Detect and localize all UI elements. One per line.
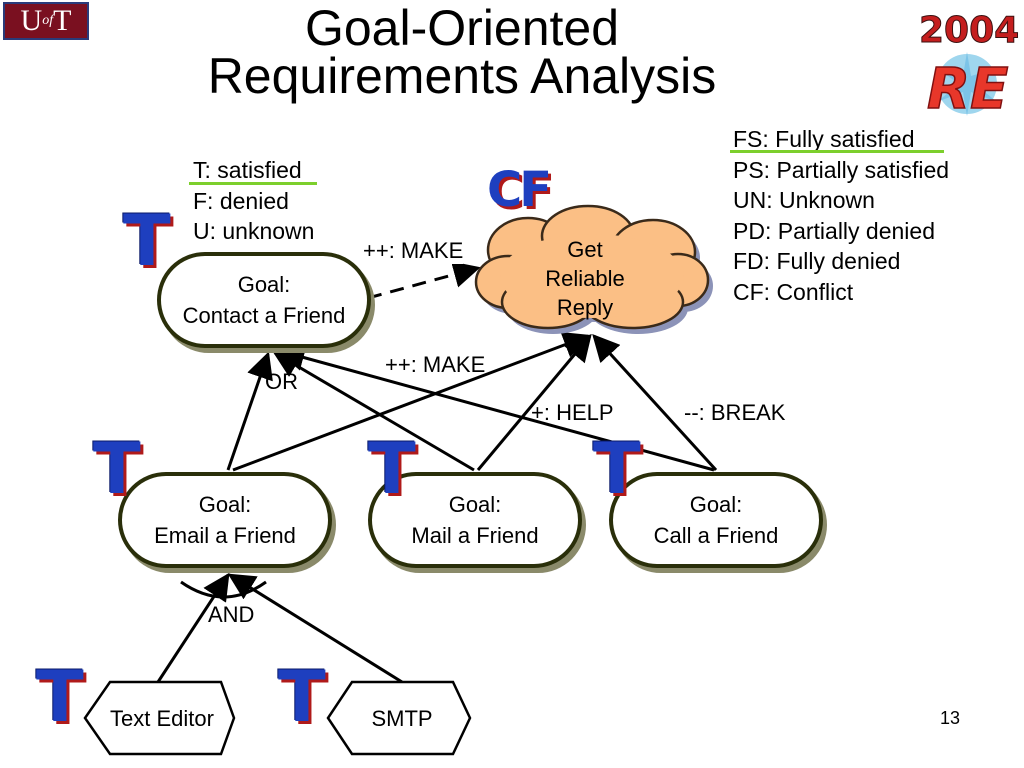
link-smtp-email <box>227 573 403 684</box>
node-get-reliable-reply: Get Reliable Reply <box>520 233 650 323</box>
labels-legend: FS: Fully satisfied PS: Partially satisf… <box>730 124 950 307</box>
link-call-reply <box>592 334 718 472</box>
node-line: Reliable <box>545 265 625 291</box>
t-label-logo: T <box>278 656 326 738</box>
hexagon-smtp <box>326 680 472 756</box>
logo-letters-of: of <box>42 13 54 28</box>
softgoal-cloud <box>474 204 713 334</box>
label-help: +: HELP <box>531 400 614 425</box>
node-smtp: SMTP <box>371 705 433 731</box>
hexagon-text-editor <box>83 680 236 756</box>
label-make-contact-reply: ++: MAKE <box>363 238 464 264</box>
title-line-1: Goal-Oriented <box>304 0 620 56</box>
legend-underline <box>189 182 317 185</box>
node-line: Get <box>567 236 603 262</box>
label-and: AND <box>208 602 255 627</box>
legend-label: T: satisfied <box>193 157 302 183</box>
values-legend: T: satisfied F: denied U: unknown <box>189 155 317 247</box>
node-line: Goal: <box>448 492 502 517</box>
legend-item-fully-denied: FD: Fully denied <box>733 248 901 274</box>
node-mail-a-friend: Goal: Mail a Friend <box>368 472 582 568</box>
uoft-logo: U of T <box>3 2 89 40</box>
logo-letter-t: T <box>53 4 72 37</box>
and-arc <box>180 580 267 599</box>
legend-underline <box>730 150 944 153</box>
node-line: Goal: <box>237 272 291 297</box>
link-email-contact <box>226 351 273 471</box>
t-label-logo: T <box>123 200 171 282</box>
legend-item-partially-satisfied: PS: Partially satisfied <box>733 156 950 183</box>
legend-item-denied: F: denied <box>193 187 289 214</box>
label-or: OR <box>265 369 298 394</box>
t-label-logo: T <box>93 428 141 510</box>
legend-item-fully-satisfied: FS: Fully satisfied <box>730 124 949 155</box>
label-break: --: BREAK <box>684 400 786 425</box>
re2004-logo: 2004 RE <box>919 10 1020 121</box>
link-mail-contact <box>272 351 475 472</box>
node-line: Call a Friend <box>653 523 779 548</box>
link-editor-email <box>156 572 230 683</box>
legend-item-satisfied: T: satisfied <box>189 155 317 186</box>
logo-letter-u: U <box>20 4 43 37</box>
logo-letters: RE <box>927 57 1008 120</box>
cf-label-logo: CF <box>487 162 552 218</box>
link-contact-reply-dashed <box>367 261 481 300</box>
t-label-logo: T <box>36 656 84 738</box>
node-line: Contact a Friend <box>182 303 346 328</box>
t-label-logo: T <box>593 428 641 510</box>
legend-item-unknown: UN: Unknown <box>733 187 875 213</box>
node-line: Goal: <box>198 492 252 517</box>
node-email-a-friend: Goal: Email a Friend <box>118 472 332 568</box>
node-line: Email a Friend <box>154 523 296 548</box>
node-contact-a-friend: Goal: Contact a Friend <box>157 252 371 348</box>
title-line-2: Requirements Analysis <box>207 48 717 104</box>
legend-item-unknown: U: unknown <box>193 218 315 244</box>
node-line: Goal: <box>689 492 743 517</box>
node-text-editor: Text Editor <box>110 705 214 731</box>
node-line: Mail a Friend <box>411 523 539 548</box>
t-label-logo: T <box>368 428 416 510</box>
node-line: Reply <box>556 294 614 320</box>
logo-year: 2004 <box>919 10 1019 51</box>
legend-item-partially-denied: PD: Partially denied <box>733 217 935 244</box>
slide-title: Goal-Oriented Requirements Analysis <box>0 0 924 104</box>
label-make-email-reply: ++: MAKE <box>385 352 486 377</box>
page-number: 13 <box>940 708 961 728</box>
legend-label: FS: Fully satisfied <box>733 126 915 152</box>
link-email-reply <box>232 331 591 472</box>
legend-item-conflict: CF: Conflict <box>733 278 854 305</box>
node-call-a-friend: Goal: Call a Friend <box>609 472 823 568</box>
link-mail-reply <box>476 333 592 471</box>
link-call-contact <box>277 344 715 472</box>
